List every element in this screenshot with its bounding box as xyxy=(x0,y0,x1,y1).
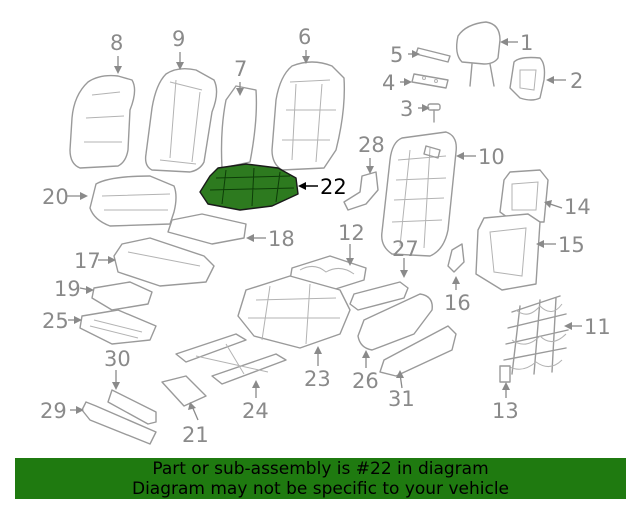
part-18-pad xyxy=(167,213,247,245)
callout-2: 2 xyxy=(570,69,583,93)
callout-1: 1 xyxy=(520,31,533,55)
callout-9: 9 xyxy=(172,27,185,51)
part-5-guide xyxy=(415,47,451,63)
callout-3: 3 xyxy=(400,97,413,121)
part-21-pad-sheet xyxy=(161,375,207,407)
part-26-outer-trim xyxy=(357,293,433,351)
part-24-seat-rails xyxy=(175,333,287,385)
callout-30: 30 xyxy=(104,347,131,371)
part-22-seat-pad-highlighted xyxy=(199,163,299,211)
callout-27: 27 xyxy=(392,237,419,261)
callout-25: 25 xyxy=(42,309,69,333)
callout-31: 31 xyxy=(388,387,415,411)
banner-line-2: Diagram may not be specific to your vehi… xyxy=(131,479,509,499)
callout-12: 12 xyxy=(338,221,365,245)
part-info-banner: Part or sub-assembly is #22 in diagram D… xyxy=(15,458,626,499)
part-3-screw xyxy=(427,103,441,123)
part-10-backrest-frame xyxy=(381,131,457,257)
banner-line-1: Part or sub-assembly is #22 in diagram xyxy=(152,459,489,479)
part-14-back-panel xyxy=(499,169,549,223)
callout-10: 10 xyxy=(478,145,505,169)
callout-14: 14 xyxy=(564,195,591,219)
callout-8: 8 xyxy=(110,31,123,55)
part-8-backrest-cover xyxy=(69,74,136,169)
part-30-rail-cover xyxy=(107,389,157,425)
part-16-clip xyxy=(447,243,465,273)
part-28-bracket xyxy=(343,171,379,211)
part-4-bracket xyxy=(411,73,449,89)
part-11-spring-mat xyxy=(503,295,569,375)
leader-lines xyxy=(66,38,582,421)
part-27-side-trim xyxy=(349,281,409,311)
parts-diagram: 8 9 7 6 1 2 5 4 3 10 28 14 15 22 20 18 1… xyxy=(40,21,611,447)
callout-labels: 8 9 7 6 1 2 5 4 3 10 28 14 15 22 20 18 1… xyxy=(40,25,611,447)
callout-29: 29 xyxy=(40,399,67,423)
part-2-headrest-cover xyxy=(509,56,546,101)
callout-6: 6 xyxy=(298,25,311,49)
part-19-foam-block xyxy=(91,281,153,311)
callout-19: 19 xyxy=(54,277,81,301)
callout-16: 16 xyxy=(444,291,471,315)
part-23-seat-frame xyxy=(237,275,351,349)
part-15-back-trim xyxy=(475,213,541,291)
callout-7: 7 xyxy=(234,57,247,81)
callout-4: 4 xyxy=(382,71,395,95)
part-17-seat-shell xyxy=(113,237,215,287)
part-6-backrest-frame xyxy=(271,61,345,171)
callout-28: 28 xyxy=(358,133,385,157)
callout-23: 23 xyxy=(304,367,331,391)
part-20-cushion-cover xyxy=(89,175,177,227)
callout-24: 24 xyxy=(242,399,269,423)
callout-22: 22 xyxy=(320,175,347,199)
callout-26: 26 xyxy=(352,369,379,393)
callout-5: 5 xyxy=(390,43,403,67)
part-9-backrest-foam xyxy=(144,67,218,173)
part-25-heater-mat xyxy=(79,309,157,345)
callout-13: 13 xyxy=(492,399,519,423)
part-13-connector xyxy=(499,365,511,383)
part-1-headrest xyxy=(455,21,501,87)
callout-11: 11 xyxy=(584,315,611,339)
callout-21: 21 xyxy=(182,423,209,447)
callout-15: 15 xyxy=(558,233,585,257)
part-7-back-pad xyxy=(220,85,258,169)
callout-18: 18 xyxy=(268,227,295,251)
part-31-lower-trim xyxy=(379,325,457,377)
callout-20: 20 xyxy=(42,185,69,209)
callout-17: 17 xyxy=(74,249,101,273)
